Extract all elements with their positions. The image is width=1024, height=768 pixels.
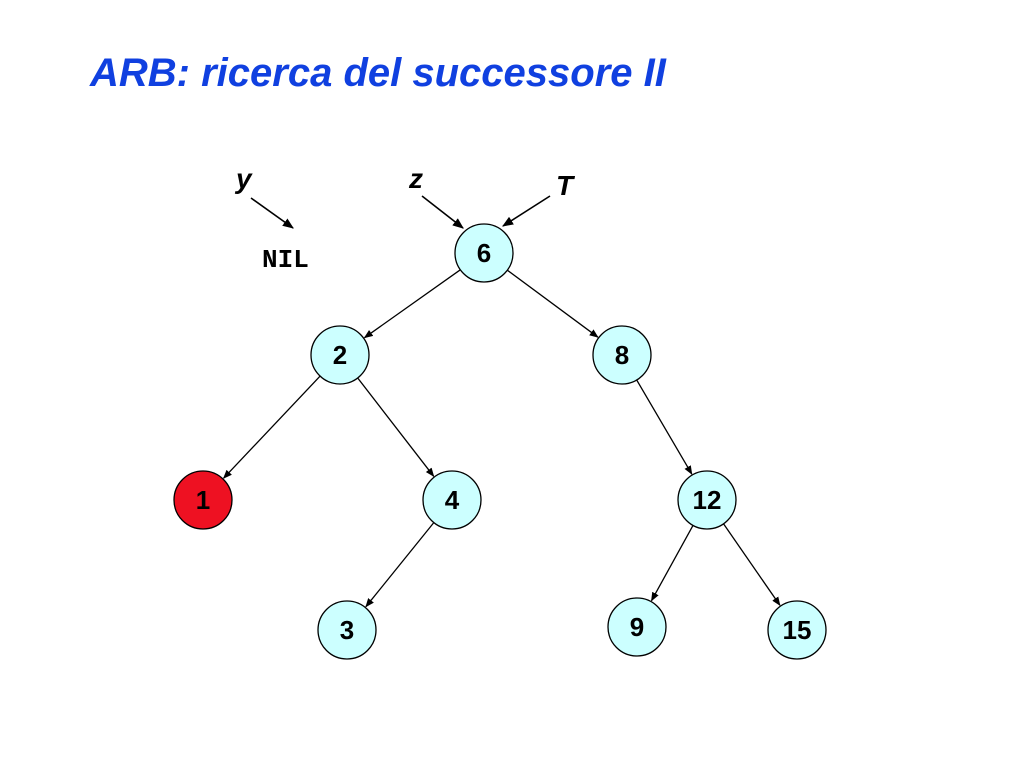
tree-node-2: 2 [310,325,370,385]
tree-node-circle [310,325,370,385]
tree-node-9: 9 [607,597,667,657]
tree-node-circle [607,597,667,657]
tree-node-label: 8 [615,340,629,370]
tree-node-8: 8 [592,325,652,385]
tree-node-circle [767,600,827,660]
nil-label: NIL [262,245,309,275]
tree-node-4: 4 [422,470,482,530]
tree-node-label: 15 [783,615,812,645]
pointer-y-label: y [234,163,253,194]
tree-node-label: 2 [333,340,347,370]
pointer-z-label: z [408,163,423,194]
tree-node-label: 6 [477,238,491,268]
tree-node-6: 6 [454,223,514,283]
tree-node-15: 15 [767,600,827,660]
pointer-arrows: y z T NIL [234,163,576,275]
tree-node-circle [422,470,482,530]
tree-node-circle [592,325,652,385]
tree-node-label: 1 [196,485,210,515]
tree-edge-2-1 [222,375,321,479]
tree-node-label: 3 [340,615,354,645]
tree-edge-6-8 [506,269,599,338]
pointer-y-arrow [250,197,294,229]
tree-edge-12-9 [650,525,694,602]
tree-node-label: 4 [445,485,460,515]
tree-node-circle [454,223,514,283]
pointer-t-label: T [556,170,576,201]
tree-edge-8-12 [636,379,693,475]
tree-node-circle [173,470,233,530]
tree-edge-4-3 [365,522,435,608]
slide-title: ARB: ricerca del successore II [90,51,666,95]
tree-node-label: 9 [630,612,644,642]
tree-node-circle [317,600,377,660]
tree-node-1: 1 [173,470,233,530]
tree-node-12: 12 [677,470,737,530]
pointer-t-arrow [502,195,551,227]
tree-edge-6-2 [363,269,461,339]
pointer-z-arrow [421,195,464,229]
tree-node-label: 12 [693,485,722,515]
tree-node-3: 3 [317,600,377,660]
tree-edges [222,269,781,608]
tree-edge-12-15 [722,523,781,607]
tree-edge-2-4 [357,377,435,478]
tree-node-circle [677,470,737,530]
